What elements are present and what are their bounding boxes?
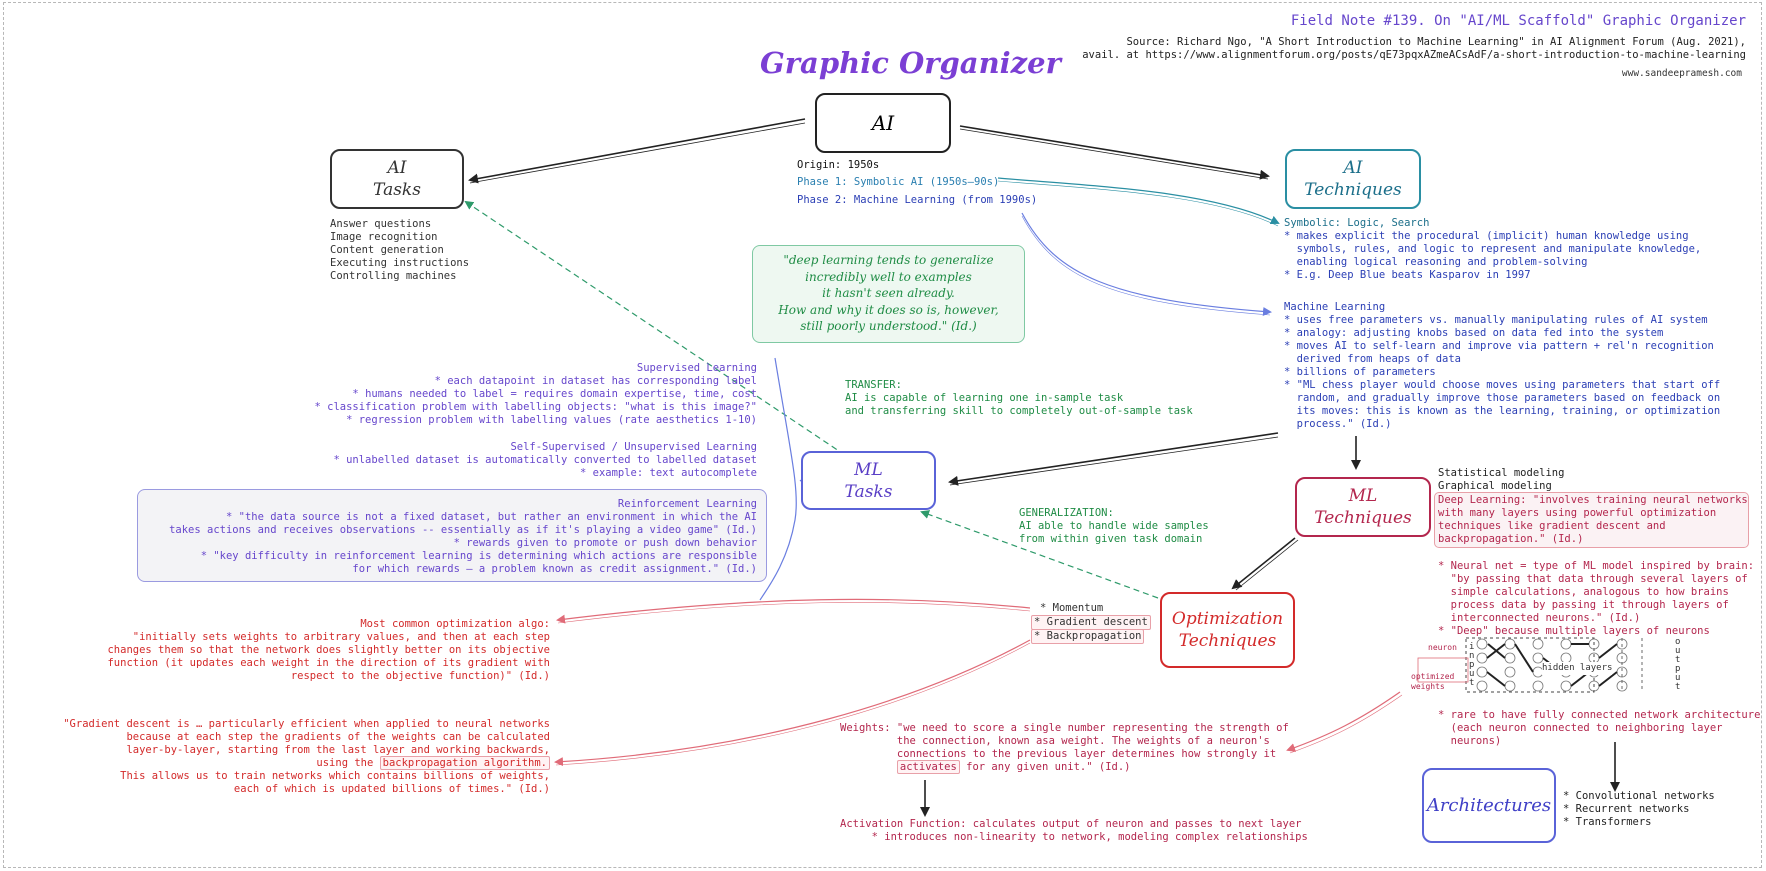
neural-network-diagram (1417, 637, 1643, 693)
arrow-ml-techniques-to-optimization (1231, 537, 1296, 590)
node-ai-techniques-label: AI Techniques (1304, 158, 1402, 200)
node-architectures-label: Architectures (1426, 794, 1552, 816)
ai-tasks-list: Answer questions Image recognition Conte… (330, 218, 470, 282)
weights-highlight: activates (896, 760, 960, 774)
quote-text: "deep learning tends to generalize incre… (778, 253, 999, 333)
source-line-2: avail. at https://www.alignmentforum.org… (1082, 49, 1746, 61)
arrow-weights-note (1286, 691, 1401, 752)
ai-origin: Origin: 1950s (797, 159, 880, 171)
self-supervised-learning: Self-Supervised / Unsupervised Learning … (333, 441, 757, 479)
arrow-phase2-to-machine-learning (1021, 212, 1272, 316)
nn-output-label: output (1675, 637, 1681, 692)
backprop-note-text-after: This allows us to train networks which c… (120, 770, 550, 795)
supervised-learning: Supervised Learning * each datapoint in … (314, 362, 757, 426)
node-ml-techniques[interactable]: ML Techniques (1295, 477, 1431, 537)
reinforcement-box (137, 489, 767, 582)
quote-box (752, 245, 1025, 343)
neural-net-note: * Neural net = type of ML model inspired… (1438, 560, 1755, 637)
arrow-gradient-descent-note (556, 598, 1031, 624)
source-line-1: Source: Richard Ngo, "A Short Introducti… (1126, 36, 1746, 48)
website-link[interactable]: www.sandeepramesh.com (1621, 68, 1742, 79)
arrow-ml-to-ml-tasks (948, 432, 1279, 486)
node-ml-tasks[interactable]: ML Tasks (801, 451, 936, 510)
arrow-transfer (464, 200, 846, 456)
opt-item-backpropagation: * Backpropagation (1031, 629, 1145, 644)
machine-learning-body: * uses free parameters vs. manually mani… (1284, 314, 1721, 430)
machine-learning-heading: Machine Learning (1284, 301, 1386, 313)
ai-phase-2: Phase 2: Machine Learning (from 1990s) (797, 194, 1038, 206)
generalization-note: GENERALIZATION: AI able to handle wide s… (1019, 507, 1209, 545)
nn-weights-label: optimized weights (1411, 672, 1455, 691)
weights-note: Weights: "we need to score a single numb… (840, 722, 1289, 774)
deep-learning-box (1434, 492, 1749, 548)
ai-phase-1: Phase 1: Symbolic AI (1950s–90s) (797, 176, 1000, 188)
deep-learning-note: Deep Learning: "involves training neural… (1438, 494, 1748, 545)
arrow-phase1-to-symbolic (997, 177, 1280, 224)
arrow-ai-to-ai-techniques (959, 125, 1270, 180)
gradient-descent-note: Most common optimization algo: "initiall… (107, 618, 550, 682)
page-title: Graphic Organizer (760, 46, 1061, 80)
node-ai-tasks-label: AI Tasks (373, 158, 421, 200)
node-ai[interactable]: AI (815, 93, 951, 153)
symbolic-body: * makes explicit the procedural (implici… (1284, 230, 1702, 281)
arrow-backprop-note (554, 639, 1031, 767)
nn-hidden-label: hidden layers (1542, 662, 1613, 675)
transfer-note: TRANSFER: AI is capable of learning one … (845, 379, 1193, 417)
architectures-list: * Convolutional networks * Recurrent net… (1563, 790, 1715, 828)
fully-connected-note: * rare to have fully connected network a… (1438, 709, 1761, 747)
backprop-note-text: "Gradient descent is … particularly effi… (63, 718, 550, 769)
arrow-generalization (920, 510, 1159, 599)
node-architectures[interactable]: Architectures (1422, 768, 1556, 843)
backprop-note: "Gradient descent is … particularly effi… (63, 718, 550, 796)
reinforcement-learning: Reinforcement Learning * "the data sourc… (169, 498, 757, 575)
node-ml-tasks-label: ML Tasks (844, 459, 893, 502)
node-ml-techniques-label: ML Techniques (1314, 486, 1412, 528)
symbolic-heading: Symbolic: Logic, Search (1284, 217, 1430, 229)
activation-function-note: Activation Function: calculates output o… (840, 818, 1308, 843)
node-ai-label: AI (871, 111, 895, 135)
node-optimization-techniques-label: Optimization Techniques (1171, 609, 1284, 651)
weights-note-text: Weights: "we need to score a single numb… (840, 722, 1289, 760)
field-note-title: Field Note #139. On "AI/ML Scaffold" Gra… (1290, 13, 1746, 29)
nn-neuron-label: neuron (1428, 643, 1457, 652)
arrow-ai-to-ai-tasks (468, 118, 806, 184)
node-ai-techniques[interactable]: AI Techniques (1285, 149, 1421, 209)
backprop-highlight: backpropagation algorithm. (379, 756, 550, 770)
node-optimization-techniques[interactable]: Optimization Techniques (1160, 592, 1295, 668)
opt-item-gradient-descent: * Gradient descent (1031, 615, 1151, 630)
weights-note-text-after: for any given unit." (Id.) (959, 761, 1131, 773)
nn-input-label: input (1469, 642, 1475, 688)
node-ai-tasks[interactable]: AI Tasks (330, 149, 464, 209)
opt-item-momentum: * Momentum (1040, 602, 1104, 614)
ml-modeling: Statistical modeling Graphical modeling (1438, 467, 1565, 492)
page-frame (3, 2, 1762, 868)
